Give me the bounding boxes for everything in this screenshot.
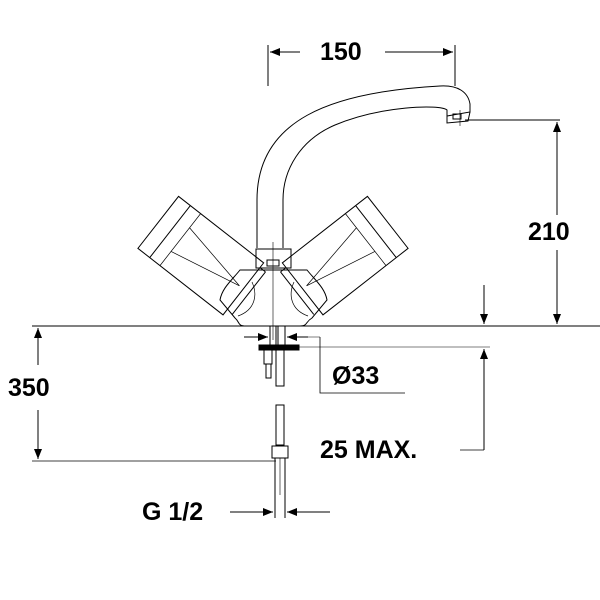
hose-upper — [275, 349, 285, 387]
dimension-reach-label: 150 — [320, 38, 362, 66]
spout-body — [256, 85, 471, 248]
dimension-hose-length-label: 350 — [8, 374, 50, 402]
dimension-deck-thickness-label: 25 MAX. — [320, 436, 418, 464]
stud — [265, 363, 272, 379]
aerator-insert — [452, 113, 462, 120]
dimension-thread-label: G 1/2 — [142, 498, 204, 526]
dia-leader — [319, 337, 405, 394]
dimension-hole-diameter-label: Ø33 — [332, 362, 380, 390]
tap-body — [219, 269, 328, 327]
spout-collar — [255, 248, 292, 269]
right-handle — [280, 195, 409, 316]
dimension-height-label: 210 — [528, 218, 570, 246]
nut — [263, 349, 273, 365]
hose-lower — [275, 404, 285, 446]
shank-right — [277, 325, 286, 347]
aerator — [446, 111, 471, 124]
washer — [258, 344, 300, 351]
connector-nut — [271, 445, 289, 459]
left-handle — [137, 195, 266, 316]
